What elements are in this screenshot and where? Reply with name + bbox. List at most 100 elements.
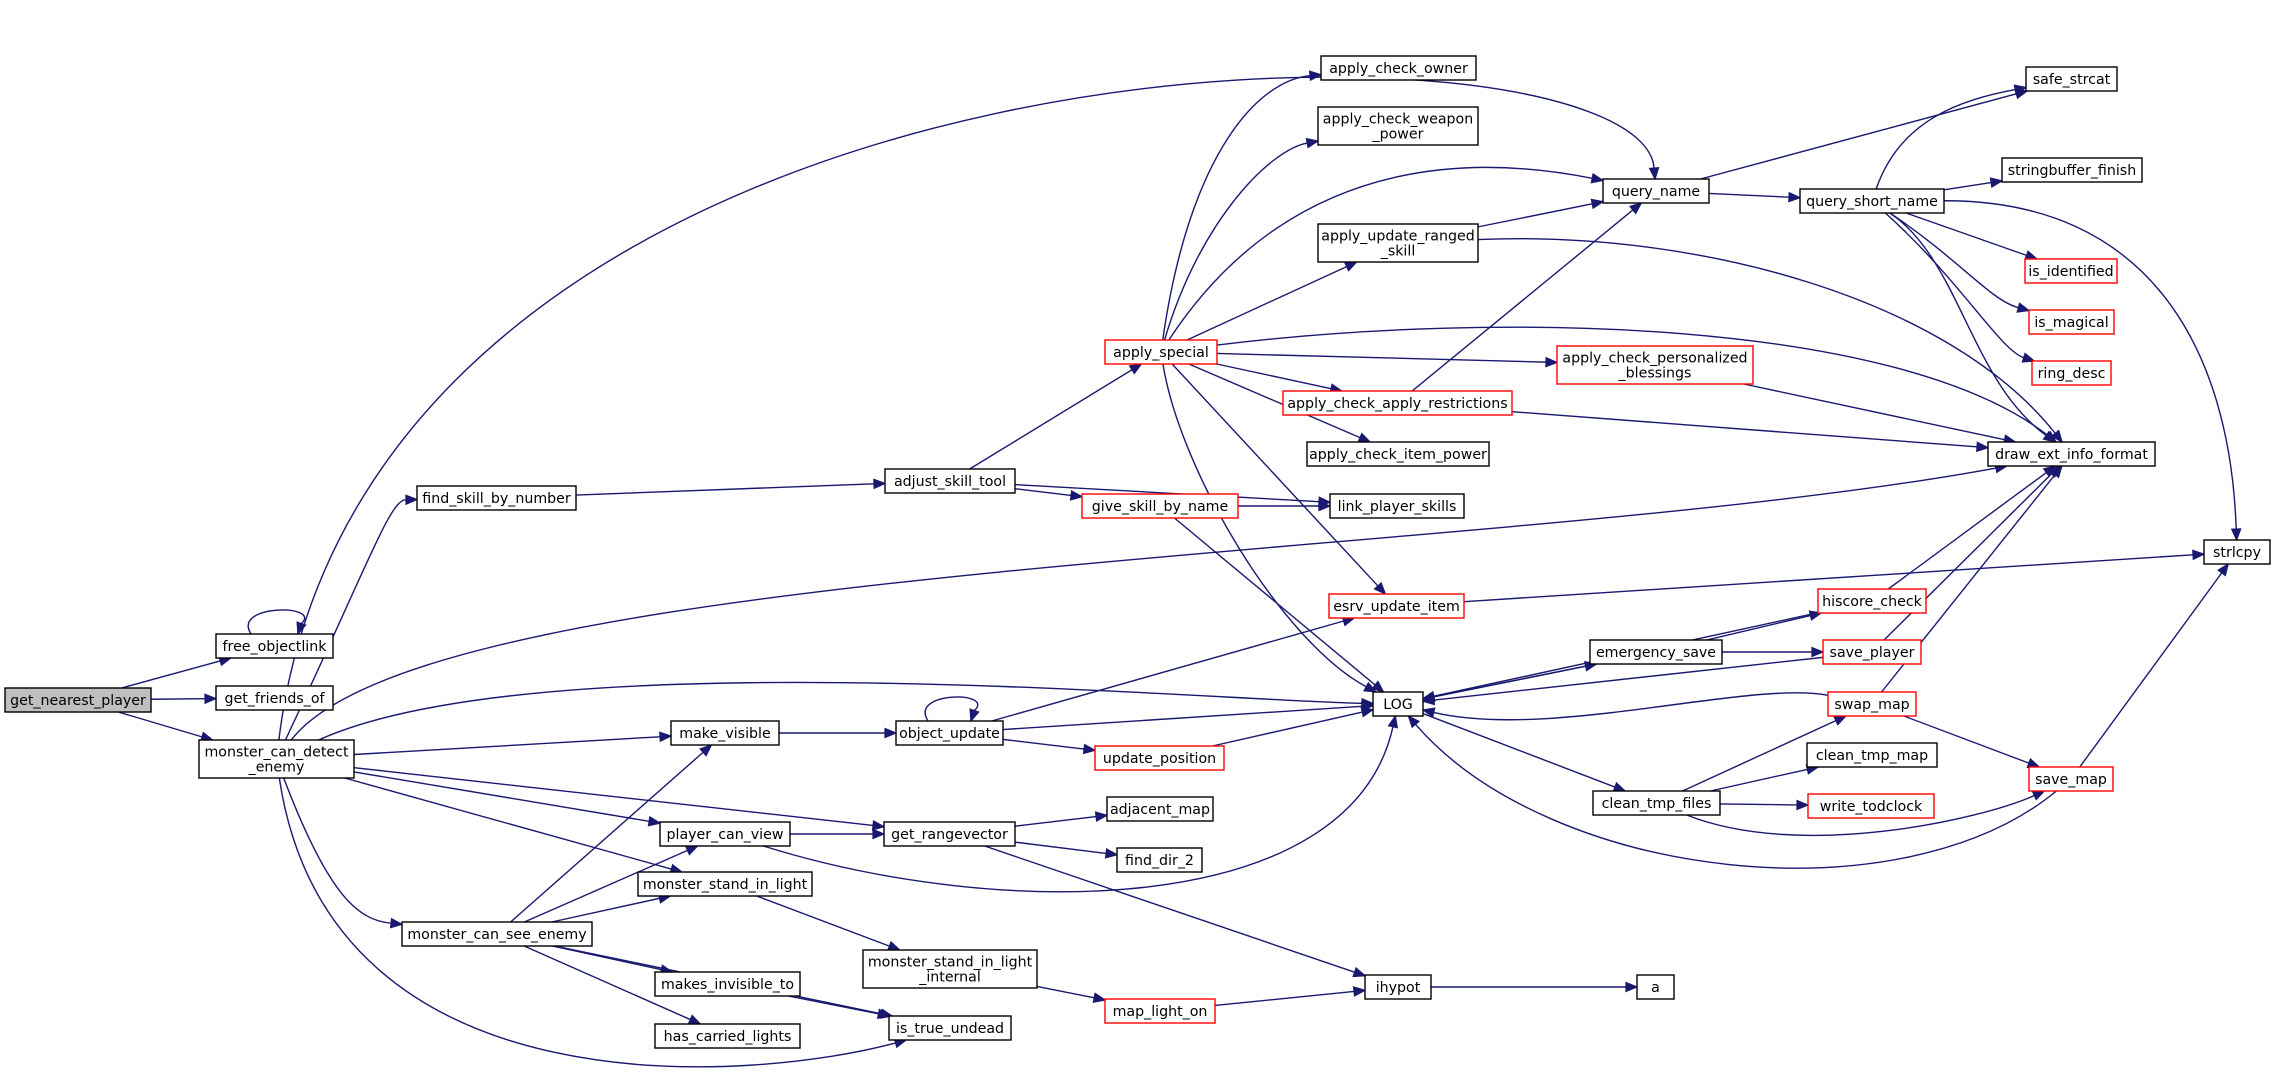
node-label: monster_can_see_enemy: [407, 927, 586, 943]
node-adjacent-map[interactable]: adjacent_map: [1106, 796, 1214, 822]
node-has-carried-lights[interactable]: has_carried_lights: [654, 1023, 801, 1049]
node-object-update[interactable]: object_update: [895, 720, 1004, 746]
edge-monster_can_detect_enemy-to-player_can_view: [353, 771, 662, 827]
node-label: get_nearest_player: [10, 693, 146, 709]
node-box: [1806, 742, 1938, 768]
node-box: [888, 1015, 1012, 1041]
edge-monster_stand_in_light-to-monster_stand_in_light_internal: [756, 895, 902, 951]
node-makes-invisible-to[interactable]: makes_invisible_to: [654, 971, 801, 997]
node-label: clean_tmp_files: [1602, 796, 1712, 812]
node-is-identified[interactable]: is_identified: [2024, 258, 2118, 284]
node-apply-check-owner[interactable]: apply_check_owner: [1320, 55, 1477, 81]
edge-player_can_view-to-get_rangevector: [790, 828, 886, 840]
node-box: [1372, 691, 1424, 717]
node-box: [1364, 974, 1432, 1000]
node-label: makes_invisible_to: [661, 977, 794, 993]
node-box: [1636, 974, 1675, 1000]
node-ring-desc[interactable]: ring_desc: [2031, 360, 2112, 386]
node-save-player[interactable]: save_player: [1822, 639, 1922, 665]
node-a[interactable]: a: [1636, 974, 1675, 1000]
edge-adjust_skill_tool-to-apply_special: [969, 363, 1143, 470]
node-swap-map[interactable]: swap_map: [1827, 691, 1917, 717]
node-box: [670, 720, 780, 746]
edge-apply_special-to-LOG: [1162, 363, 1378, 693]
edge-get_nearest_player-to-free_objectlink: [121, 655, 233, 689]
edge-swap_map-to-save_map: [1903, 715, 2041, 768]
node-label: _internal: [918, 970, 981, 986]
node-box: [884, 468, 1016, 494]
node-get-friends-of[interactable]: get_friends_of: [215, 685, 334, 711]
edge-save_player-to-LOG: [1421, 656, 1824, 706]
node-label: save_player: [1830, 645, 1915, 661]
edge-object_update-to-LOG: [1002, 700, 1375, 731]
edge-adjust_skill_tool-to-give_skill_by_name: [1014, 488, 1084, 501]
node-apply-check-apply-restrictions[interactable]: apply_check_apply_restrictions: [1282, 390, 1513, 416]
node-apply-update-ranged-skill[interactable]: apply_update_ranged_skill: [1317, 223, 1479, 263]
node-box: [1106, 796, 1214, 822]
node-map-light-on[interactable]: map_light_on: [1104, 998, 1216, 1024]
node-label: apply_check_weapon: [1323, 112, 1473, 128]
node-box: [1822, 639, 1922, 665]
node-hiscore-check[interactable]: hiscore_check: [1817, 588, 1927, 614]
node-clean-tmp-files[interactable]: clean_tmp_files: [1592, 790, 1721, 816]
node-draw-ext-info-format[interactable]: draw_ext_info_format: [1987, 441, 2156, 467]
node-box: [1282, 390, 1513, 416]
edge-free_objectlink-to-free_objectlink: [247, 609, 307, 636]
node-label: strlcpy: [2213, 545, 2261, 561]
node-free-objectlink[interactable]: free_objectlink: [215, 633, 334, 659]
node-apply-check-item-power[interactable]: apply_check_item_power: [1306, 441, 1490, 467]
node-label: monster_can_detect: [204, 745, 349, 761]
node-label: clean_tmp_map: [1816, 748, 1928, 764]
node-find-dir-2[interactable]: find_dir_2: [1116, 847, 1203, 873]
node-box: [1104, 339, 1218, 365]
node-box: [637, 871, 813, 897]
edge-apply_special-to-esrv_update_item: [1171, 363, 1387, 596]
node-box: [659, 821, 791, 847]
node-apply-check-personalized-blessings[interactable]: apply_check_personalized_blessings: [1556, 345, 1754, 385]
node-give-skill-by-name[interactable]: give_skill_by_name: [1081, 493, 1239, 519]
node-stringbuffer-finish[interactable]: stringbuffer_finish: [2001, 157, 2143, 183]
node-monster-can-detect-enemy[interactable]: monster_can_detect_enemy: [198, 739, 355, 779]
edge-esrv_update_item-to-strlcpy: [1463, 549, 2206, 603]
node-ihypot[interactable]: ihypot: [1364, 974, 1432, 1000]
node-monster-can-see-enemy[interactable]: monster_can_see_enemy: [401, 921, 593, 947]
edge-query_short_name-to-ring_desc: [1884, 212, 2036, 363]
node-adjust-skill-tool[interactable]: adjust_skill_tool: [884, 468, 1016, 494]
node-is-magical[interactable]: is_magical: [2028, 309, 2115, 335]
node-LOG[interactable]: LOG: [1372, 691, 1424, 717]
node-safe-strcat[interactable]: safe_strcat: [2025, 66, 2118, 92]
node-link-player-skills[interactable]: link_player_skills: [1329, 493, 1465, 519]
node-player-can-view[interactable]: player_can_view: [659, 821, 791, 847]
node-write-todclock[interactable]: write_todclock: [1807, 793, 1935, 819]
node-save-map[interactable]: save_map: [2028, 766, 2114, 792]
node-monster-stand-in-light[interactable]: monster_stand_in_light: [637, 871, 813, 897]
edge-apply_update_ranged_skill-to-query_name: [1477, 198, 1605, 228]
node-find-skill-by-number[interactable]: find_skill_by_number: [416, 485, 577, 511]
node-apply-special[interactable]: apply_special: [1104, 339, 1218, 365]
node-label: object_update: [899, 726, 1000, 742]
edge-get_rangevector-to-ihypot: [984, 845, 1367, 978]
edge-monster_can_detect_enemy-to-LOG: [318, 681, 1375, 741]
node-box: [401, 921, 593, 947]
node-emergency-save[interactable]: emergency_save: [1589, 639, 1723, 665]
node-label: stringbuffer_finish: [2008, 163, 2136, 179]
node-get-nearest-player[interactable]: get_nearest_player: [4, 687, 152, 713]
node-query-name[interactable]: query_name: [1602, 178, 1710, 204]
node-esrv-update-item[interactable]: esrv_update_item: [1328, 593, 1465, 619]
node-label: LOG: [1383, 697, 1413, 713]
edge-monster_can_detect_enemy-to-get_rangevector: [353, 766, 886, 831]
node-get-rangevector[interactable]: get_rangevector: [883, 821, 1016, 847]
node-strlcpy[interactable]: strlcpy: [2203, 539, 2271, 565]
node-make-visible[interactable]: make_visible: [670, 720, 780, 746]
node-update-position[interactable]: update_position: [1094, 745, 1225, 771]
edge-query_short_name-to-draw_ext_info_format: [1889, 212, 2057, 443]
node-query-short-name[interactable]: query_short_name: [1799, 188, 1945, 214]
edge-get_rangevector-to-adjacent_map: [1014, 811, 1109, 827]
node-box: [1799, 188, 1945, 214]
node-is-true-undead[interactable]: is_true_undead: [888, 1015, 1012, 1041]
node-label: make_visible: [679, 726, 770, 742]
node-clean-tmp-map[interactable]: clean_tmp_map: [1806, 742, 1938, 768]
node-label: apply_check_owner: [1329, 61, 1468, 77]
node-monster-stand-in-light-internal[interactable]: monster_stand_in_light_internal: [862, 949, 1038, 989]
node-apply-check-weapon-power[interactable]: apply_check_weapon_power: [1317, 106, 1479, 146]
